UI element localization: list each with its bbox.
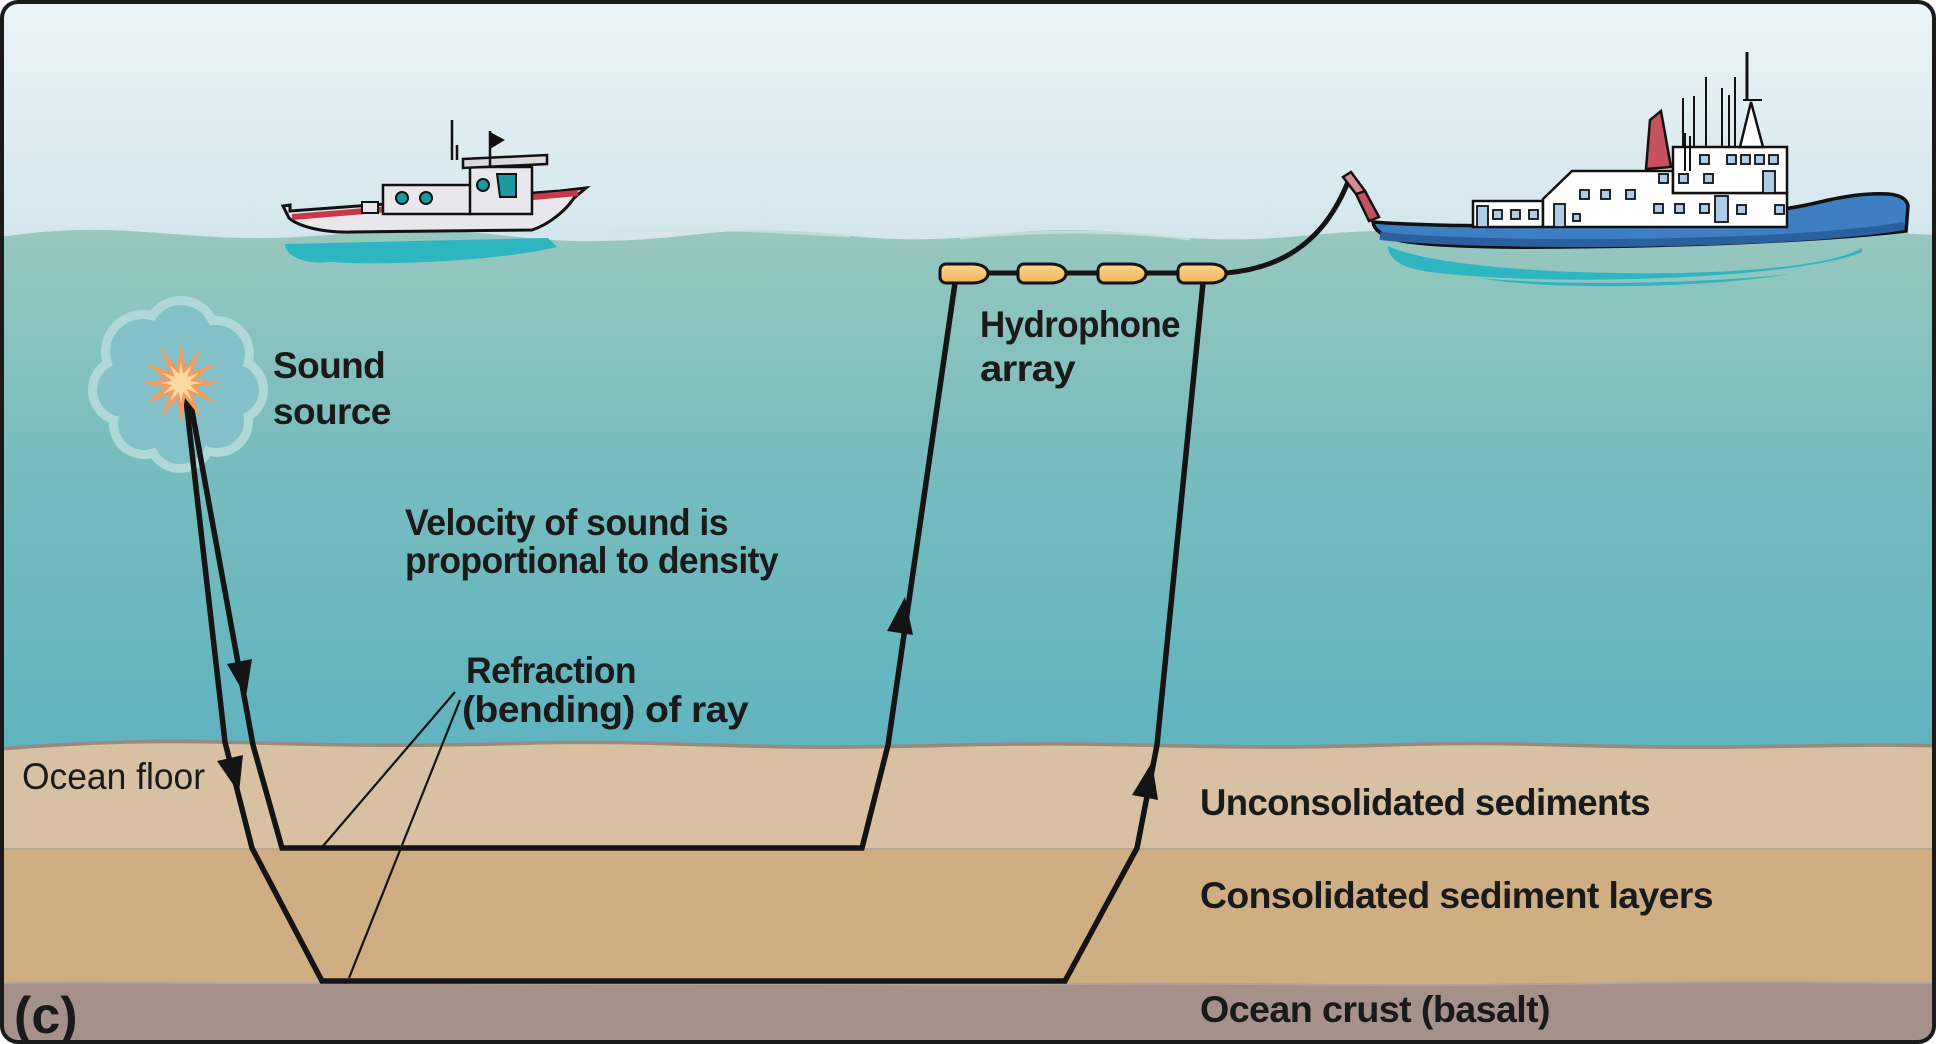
ship-door — [1553, 203, 1566, 228]
ship-windows — [1492, 154, 1785, 228]
refraction-label-line1: Refraction — [466, 650, 636, 691]
porthole — [419, 191, 433, 205]
small-boat-icon — [280, 120, 591, 264]
arrowhead-up-shallow — [887, 597, 913, 635]
hydrophone-label-line1: Hydrophone — [980, 304, 1180, 345]
sea-crest — [959, 230, 1191, 241]
ship-shadow-streak — [1480, 274, 1790, 287]
sound-source-label-line2: source — [273, 391, 391, 432]
arrowhead-icon — [217, 597, 1158, 800]
porthole — [476, 178, 490, 192]
refraction-label-line2: (bending) of ray — [462, 689, 749, 730]
funnel — [1644, 108, 1673, 171]
arrowhead-down-sediment — [217, 755, 243, 793]
deck-box — [361, 201, 379, 214]
ship-waterline-band — [1379, 222, 1905, 248]
boat-shadow — [285, 238, 557, 264]
unconsolidated-label: Unconsolidated sediments — [1200, 782, 1650, 823]
ship-masts — [1682, 52, 1762, 171]
streamer-float-icon — [1096, 262, 1148, 285]
flag-icon — [490, 132, 505, 149]
wheelhouse-roof — [461, 153, 549, 170]
ocean-floor-label: Ocean floor — [22, 756, 205, 797]
velocity-label-line1: Velocity of sound is — [405, 502, 728, 543]
sound-source-label-line1: Sound — [273, 345, 385, 386]
tow-cable — [952, 181, 1351, 276]
arrowhead-up-deep — [1132, 762, 1158, 800]
consolidated-label: Consolidated sediment layers — [1200, 875, 1713, 916]
bridge-door — [1762, 170, 1776, 194]
hydrophone-label-line2: array — [980, 348, 1076, 389]
sea-crest — [609, 227, 851, 238]
refraction-pointer-lines — [322, 691, 462, 979]
panel-label: (c) — [14, 987, 78, 1044]
streamer-float-icon — [1016, 262, 1068, 285]
arrowhead-down-water — [227, 659, 252, 697]
streamer-float-icon — [938, 262, 990, 285]
layer-crust — [2, 981, 1934, 1042]
research-vessel-icon — [1341, 52, 1910, 287]
velocity-label-line2: proportional to density — [405, 540, 779, 581]
streamer-float-icon — [1176, 262, 1228, 285]
hydrophone-array — [938, 262, 1228, 285]
ship-door — [1714, 195, 1729, 223]
crust-label: Ocean crust (basalt) — [1200, 989, 1550, 1030]
porthole — [395, 191, 409, 205]
aft-door — [1476, 205, 1489, 228]
wheelhouse-window — [495, 173, 517, 198]
bubble-cloud-icon — [88, 296, 268, 473]
explosion-burst-icon — [141, 343, 221, 423]
davit-tip — [1341, 170, 1368, 196]
ocean-floor-line — [2, 739, 1934, 751]
foremast-cone — [1738, 101, 1765, 149]
ship-shadow — [1388, 246, 1862, 280]
